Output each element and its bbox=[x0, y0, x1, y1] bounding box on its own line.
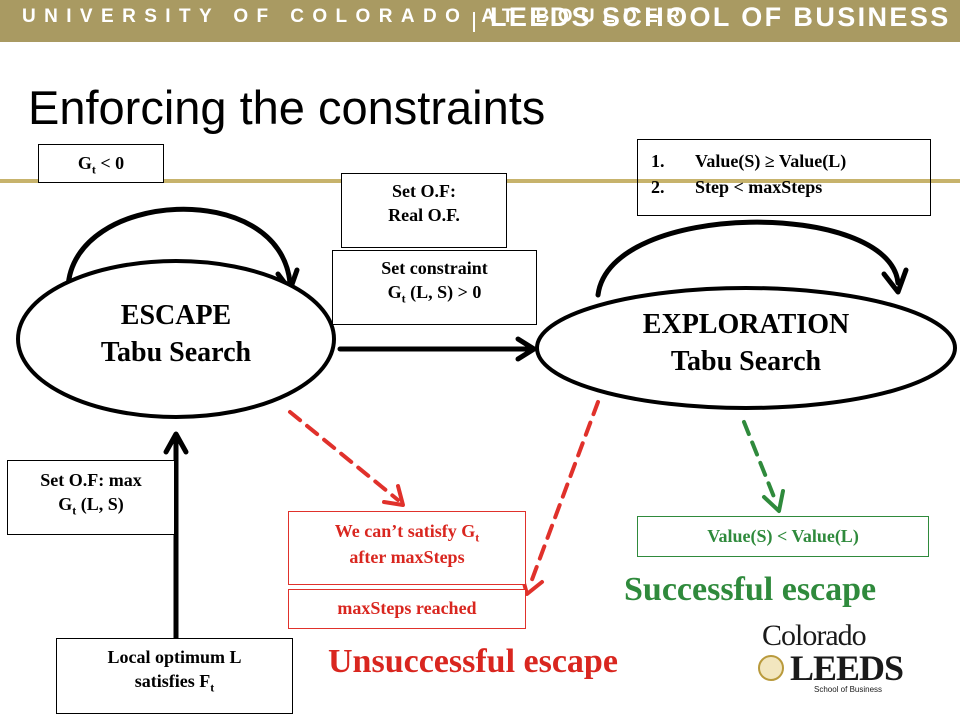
local-optimum-sub: t bbox=[210, 680, 215, 695]
set-real-of-box: Set O.F: Real O.F. bbox=[341, 173, 507, 248]
escape-node bbox=[16, 259, 336, 419]
banner-divider bbox=[473, 12, 475, 32]
set-constraint-line2: Gt (L, S) > 0 bbox=[333, 281, 536, 307]
logo-seal-icon bbox=[758, 655, 784, 681]
escape-node-label: ESCAPE Tabu Search bbox=[46, 298, 306, 372]
value-less-text: Value(S) < Value(L) bbox=[707, 526, 859, 546]
exploration-node-subtitle: Tabu Search bbox=[670, 345, 822, 377]
set-constraint-sub: t bbox=[401, 291, 406, 306]
exploration-node bbox=[535, 286, 957, 410]
exploration-fail-arrow bbox=[528, 400, 600, 587]
set-of-max-g: G bbox=[58, 493, 73, 514]
local-optimum-line2: satisfies Ft bbox=[57, 670, 292, 696]
exploration-self-loop-arrow bbox=[595, 219, 901, 298]
set-of-max-rest: (L, S) bbox=[76, 493, 124, 514]
colorado-leeds-logo: Colorado LEEDS School of Business bbox=[752, 617, 912, 699]
local-optimum-text: satisfies F bbox=[134, 670, 211, 691]
gt-condition-pre: G bbox=[77, 153, 92, 173]
success-arrowhead bbox=[762, 489, 785, 513]
transition-arrowhead bbox=[515, 336, 537, 362]
cant-satisfy-box: We can’t satisfy Gt after maxSteps bbox=[288, 511, 526, 585]
escape-fail-arrow bbox=[288, 410, 400, 502]
success-arrow bbox=[742, 420, 778, 504]
exploration-node-label: EXPLORATION Tabu Search bbox=[596, 307, 896, 381]
condition-number: 2. bbox=[651, 177, 665, 198]
max-steps-text: maxSteps reached bbox=[337, 598, 477, 618]
conditions-box: 1. Value(S) ≥ Value(L) 2. Step < maxSteps bbox=[637, 139, 931, 216]
successful-escape-label: Successful escape bbox=[624, 571, 877, 608]
condition-number: 1. bbox=[651, 151, 665, 171]
set-constraint-line1: Set constraint bbox=[381, 258, 488, 278]
logo-subtitle: School of Business bbox=[814, 685, 883, 694]
set-of-max-box: Set O.F: max Gt (L, S) bbox=[7, 460, 175, 535]
university-name: UNIVERSITY OF COLORADO AT BOULDER bbox=[22, 6, 689, 27]
slide-title: Enforcing the constraints bbox=[28, 81, 546, 134]
cant-satisfy-text: We can’t satisfy G bbox=[334, 521, 476, 541]
gt-condition-post: < 0 bbox=[95, 153, 125, 173]
set-constraint-rest: (L, S) > 0 bbox=[405, 281, 482, 302]
local-optimum-box: Local optimum L satisfies Ft bbox=[56, 638, 293, 714]
header-banner: UNIVERSITY OF COLORADO AT BOULDER LEEDS … bbox=[0, 0, 960, 42]
set-of-max-line1: Set O.F: max bbox=[40, 470, 142, 490]
logo-leeds-text: LEEDS bbox=[790, 648, 904, 688]
set-of-max-sub: t bbox=[72, 503, 77, 518]
condition-item: 1. Value(S) ≥ Value(L) bbox=[638, 148, 930, 174]
logo-colorado-text: Colorado bbox=[762, 619, 867, 652]
condition-text: Step < maxSteps bbox=[695, 177, 823, 198]
set-constraint-box: Set constraint Gt (L, S) > 0 bbox=[332, 250, 537, 325]
start-arrowhead bbox=[163, 431, 189, 455]
gt-condition-sub: t bbox=[91, 162, 96, 177]
set-real-of-line1: Set O.F: bbox=[392, 181, 456, 201]
escape-fail-arrowhead bbox=[382, 484, 405, 507]
local-optimum-line1: Local optimum L bbox=[107, 647, 242, 667]
value-less-box: Value(S) < Value(L) bbox=[637, 516, 929, 557]
set-of-max-line2: Gt (L, S) bbox=[8, 493, 174, 519]
condition-item: 2. Step < maxSteps bbox=[638, 174, 930, 200]
cant-satisfy-sub: t bbox=[475, 530, 480, 545]
max-steps-box: maxSteps reached bbox=[288, 589, 526, 629]
set-real-of-line2: Real O.F. bbox=[388, 204, 460, 225]
set-constraint-g: G bbox=[387, 281, 402, 302]
exploration-node-title: EXPLORATION bbox=[642, 309, 850, 340]
cant-satisfy-line2: after maxSteps bbox=[349, 547, 465, 568]
escape-node-title: ESCAPE bbox=[120, 300, 232, 331]
gt-condition-box: Gt < 0 bbox=[38, 144, 164, 183]
condition-text: Value(S) ≥ Value(L) bbox=[695, 151, 847, 171]
school-name: LEEDS SCHOOL OF BUSINESS bbox=[490, 2, 951, 32]
exploration-loop-arrowhead bbox=[881, 267, 909, 295]
cant-satisfy-line1: We can’t satisfy Gt bbox=[289, 520, 525, 546]
escape-node-subtitle: Tabu Search bbox=[100, 336, 252, 368]
unsuccessful-escape-label: Unsuccessful escape bbox=[328, 643, 618, 680]
escape-self-loop-arrow bbox=[65, 206, 293, 291]
